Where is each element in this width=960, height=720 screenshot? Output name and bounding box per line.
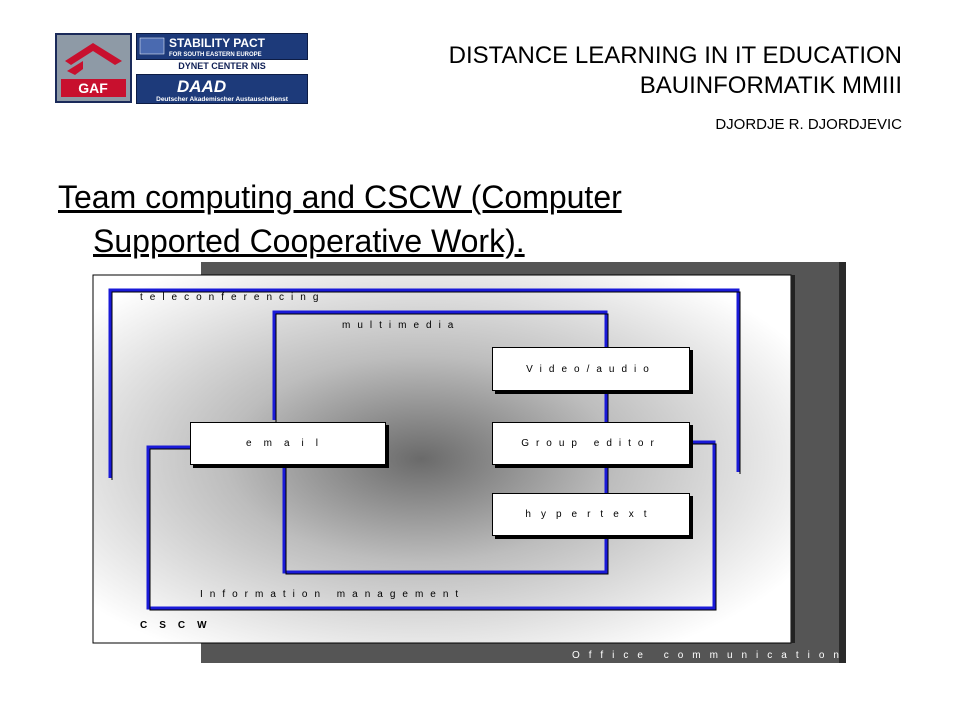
email-label: email [246,438,330,449]
office-communication-label: Office communication [572,650,848,661]
hypertext-box: hypertext [492,493,690,536]
gaf-logo-text: GAF [78,80,108,96]
stability-pact-sub: FOR SOUTH EASTERN EUROPE [169,52,262,58]
dynet-label: DYNET CENTER NIS [178,61,266,71]
stability-pact-logo: STABILITY PACT FOR SOUTH EASTERN EUROPE [136,33,308,60]
cscw-frame [146,440,716,610]
group-editor-box: Group editor [492,422,690,465]
slide-title-line2: Supported Cooperative Work). [93,223,525,259]
header-title-line2: BAUINFORMATIK MMIII [639,72,902,99]
header-author: DJORDJE R. DJORDJEVIC [715,116,902,133]
hypertext-label: hypertext [525,509,657,520]
email-box: email [190,422,386,465]
video-audio-box: Video/audio [492,347,690,391]
header-title-line1: DISTANCE LEARNING IN IT EDUCATION [448,42,902,69]
gaf-logo: GAF [55,33,132,103]
group-editor-label: Group editor [521,438,661,449]
daad-sub: Deutscher Akademischer Austauschdienst [156,96,289,103]
teleconferencing-label: teleconferencing [140,292,326,303]
daad-logo: DAAD Deutscher Akademischer Austauschdie… [136,74,308,104]
teleconferencing-frame [108,288,740,478]
slide-title-line1: Team computing and CSCW (Computer [58,179,622,215]
cscw-label: CSCW [140,620,219,631]
daad-logo-text: DAAD [177,77,226,96]
information-management-label: Information management [200,589,466,600]
video-audio-label: Video/audio [526,363,656,375]
multimedia-label: multimedia [342,320,461,331]
stability-pact-text: STABILITY PACT [169,36,266,50]
